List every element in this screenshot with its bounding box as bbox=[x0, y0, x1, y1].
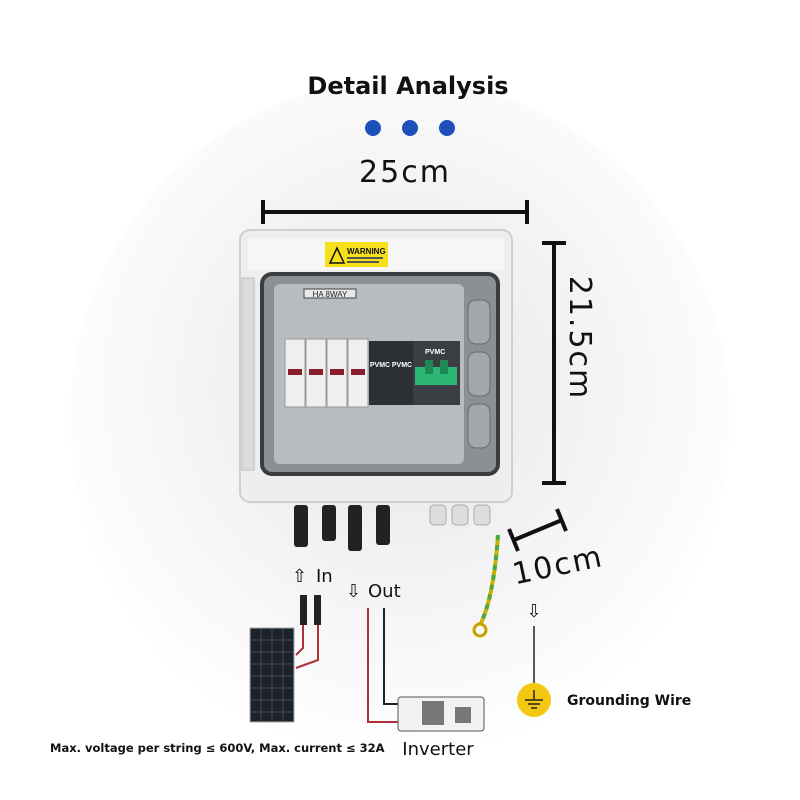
solar-panel-icon bbox=[249, 627, 295, 723]
warning-text: WARNING bbox=[347, 247, 386, 256]
output-wire-positive bbox=[367, 608, 400, 723]
page-title: Detail Analysis bbox=[307, 72, 508, 100]
width-dimension-line bbox=[261, 200, 529, 224]
pv-connector-cables bbox=[295, 595, 321, 669]
warning-icon bbox=[328, 246, 346, 264]
dot bbox=[402, 120, 418, 136]
ground-icon bbox=[517, 683, 551, 717]
spd-brand: PVMC bbox=[370, 362, 390, 369]
dot bbox=[439, 120, 455, 136]
in-arrow-icon: ⇧ bbox=[292, 566, 307, 587]
fuse-holders bbox=[284, 338, 369, 408]
grounding-wire-label: Grounding Wire bbox=[567, 693, 691, 709]
spd-brand: PVMC bbox=[392, 362, 412, 369]
inverter-icon bbox=[397, 696, 485, 732]
spec-text: Max. voltage per string ≤ 600V, Max. cur… bbox=[50, 741, 385, 755]
depth-dimension-line bbox=[507, 508, 568, 552]
ground-arrow-icon: ⇩ bbox=[526, 601, 541, 622]
cable-glands-bottom bbox=[429, 504, 491, 526]
height-dimension-label: 21.5cm bbox=[562, 276, 597, 401]
out-arrow-icon: ⇩ bbox=[346, 581, 361, 602]
output-wire-negative bbox=[383, 608, 400, 705]
dot bbox=[365, 120, 381, 136]
height-dimension-line bbox=[542, 241, 566, 485]
cable-glands-side bbox=[467, 299, 491, 449]
out-label: Out bbox=[368, 581, 401, 602]
surge-protector bbox=[369, 341, 413, 405]
door-hinge bbox=[241, 277, 255, 471]
width-dimension-label: 25cm bbox=[359, 155, 451, 190]
nameplate: HA 8WAY bbox=[313, 290, 348, 299]
inverter-label: Inverter bbox=[402, 739, 474, 760]
mc4-connectors bbox=[294, 505, 390, 551]
in-label: In bbox=[316, 566, 333, 587]
decorative-dots bbox=[365, 120, 455, 136]
combiner-box: WARNING HA 8WAY PVMC PVMC PVMC bbox=[239, 229, 513, 503]
switch-brand: PVMC bbox=[425, 349, 445, 356]
ring-terminal bbox=[472, 622, 488, 638]
